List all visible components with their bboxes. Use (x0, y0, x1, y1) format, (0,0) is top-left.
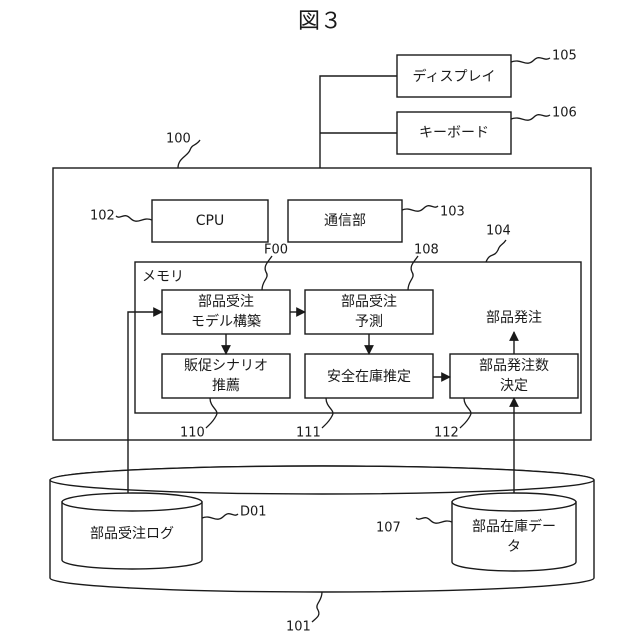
ref-102: 102 (90, 209, 115, 224)
cpu-label: CPU (196, 213, 224, 229)
promo-label-1: 販促シナリオ (184, 358, 268, 374)
ref-103: 103 (440, 205, 465, 220)
forecast-label-2: 予測 (355, 314, 383, 330)
ref-107: 107 (376, 521, 401, 536)
model-build-label-1: 部品受注 (198, 294, 254, 310)
safety-stock-label: 安全在庫推定 (327, 368, 411, 385)
ref-106: 106 (552, 106, 577, 121)
stock-data-label-2: タ (507, 539, 521, 555)
order-decide-label-2: 決定 (500, 378, 528, 394)
order-decide-label-1: 部品発注数 (479, 358, 549, 374)
io-connector (320, 76, 397, 168)
comm-label: 通信部 (324, 213, 366, 229)
ref-100: 100 (166, 132, 191, 147)
forecast-label-1: 部品受注 (341, 294, 397, 310)
ref-d01: D01 (240, 505, 267, 520)
order-log-label: 部品受注ログ (90, 526, 174, 542)
keyboard-label: キーボード (419, 125, 489, 141)
ref-f00: F00 (264, 243, 288, 258)
ref-112: 112 (434, 426, 459, 441)
order-output-label: 部品発注 (486, 310, 542, 326)
promo-label-2: 推薦 (212, 378, 240, 394)
ref-104: 104 (486, 224, 511, 239)
stock-data-label-1: 部品在庫デー (472, 518, 556, 535)
memory-label: メモリ (142, 269, 184, 285)
ref-101: 101 (286, 620, 311, 635)
ref-105: 105 (552, 49, 577, 64)
ref-111: 111 (296, 426, 321, 441)
figure-title: 図３ (298, 9, 342, 34)
ref-108: 108 (414, 243, 439, 258)
ref-110: 110 (180, 426, 205, 441)
display-label: ディスプレイ (412, 68, 495, 85)
model-build-label-2: モデル構築 (191, 313, 261, 330)
